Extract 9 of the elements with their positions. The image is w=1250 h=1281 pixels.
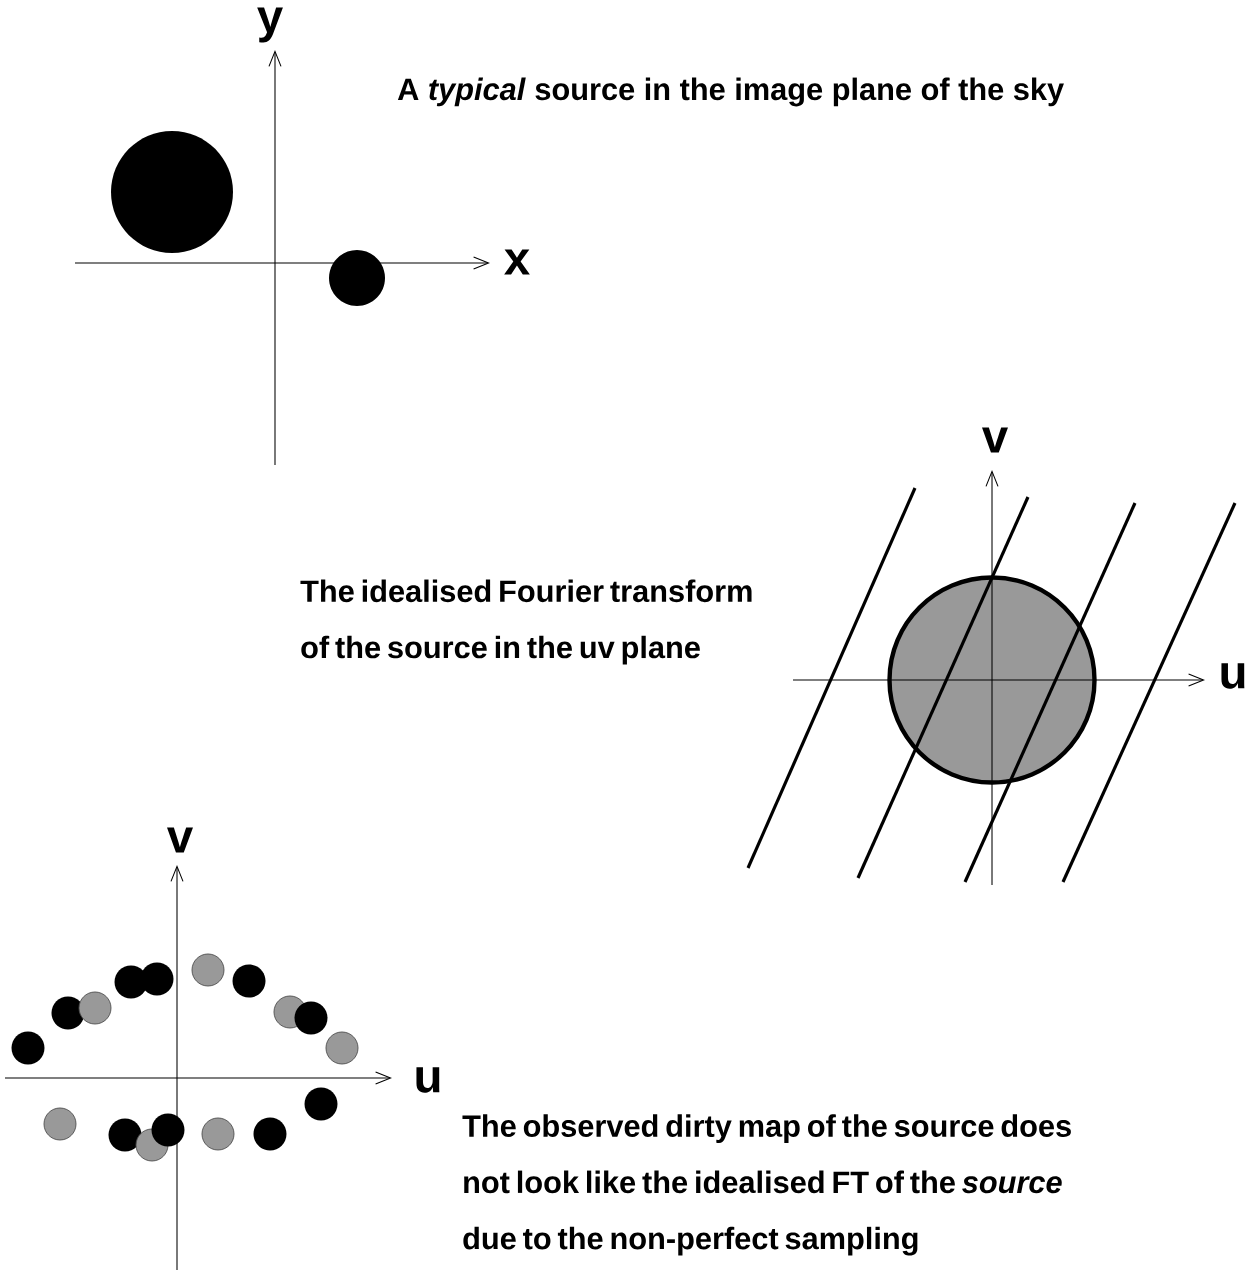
axis-label: u — [1221, 663, 1245, 689]
axis-label: x — [504, 249, 530, 275]
axis-label: y — [257, 7, 283, 43]
caption: A typical source in the image plane of the sky — [397, 77, 1064, 107]
caption: The observed dirty map of the source does not look like the idealised FT of the source due to the non-perfect sampling — [462, 1114, 1071, 1256]
caption: The idealised Fourier transform of the source in the uv plane — [300, 579, 752, 665]
axis-label: u — [416, 1067, 440, 1093]
axis-label: v — [982, 427, 1008, 453]
axis-label: v — [167, 827, 193, 853]
